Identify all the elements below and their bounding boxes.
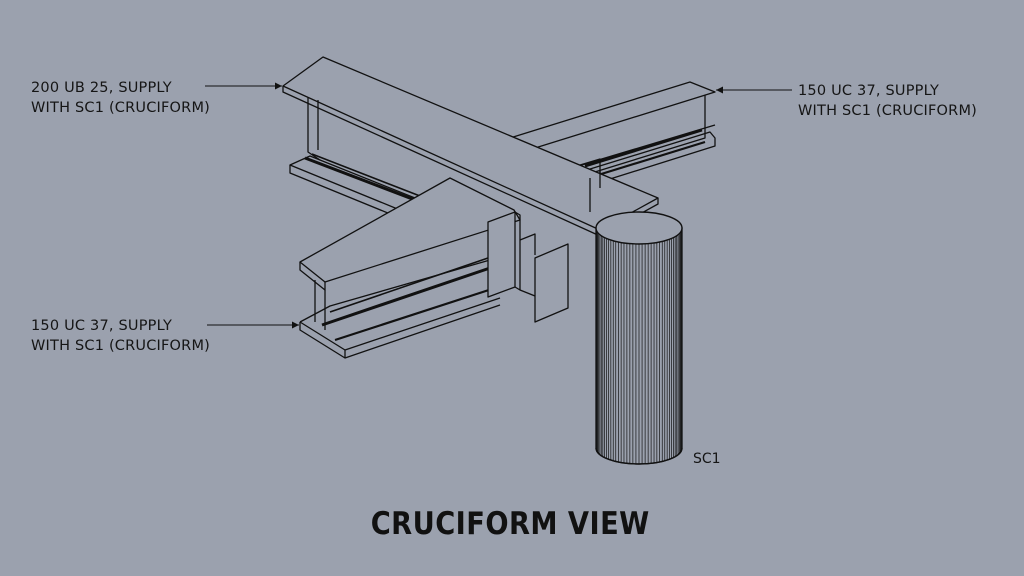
column-sc1 — [595, 211, 683, 465]
callout-line-1: 150 UC 37, SUPPLY — [798, 83, 940, 99]
callout-150uc37-near: 150 UC 37, SUPPLY WITH SC1 (CRUCIFORM) — [31, 316, 210, 356]
callout-line-1: 200 UB 25, SUPPLY — [31, 80, 172, 96]
callout-line-1: 150 UC 37, SUPPLY — [31, 318, 173, 334]
callout-line-2: WITH SC1 (CRUCIFORM) — [798, 103, 978, 119]
beam-150uc37-near — [299, 177, 569, 359]
callout-line-2: WITH SC1 (CRUCIFORM) — [31, 338, 211, 354]
callout-line-2: WITH SC1 (CRUCIFORM) — [31, 100, 211, 116]
callout-150uc37-far: 150 UC 37, SUPPLY WITH SC1 (CRUCIFORM) — [798, 81, 977, 121]
leader-arrows — [205, 82, 792, 329]
view-title: CRUCIFORM VIEW — [370, 506, 650, 542]
column-label-sc1: SC1 — [693, 451, 721, 467]
callout-200ub25: 200 UB 25, SUPPLY WITH SC1 (CRUCIFORM) — [31, 78, 210, 118]
